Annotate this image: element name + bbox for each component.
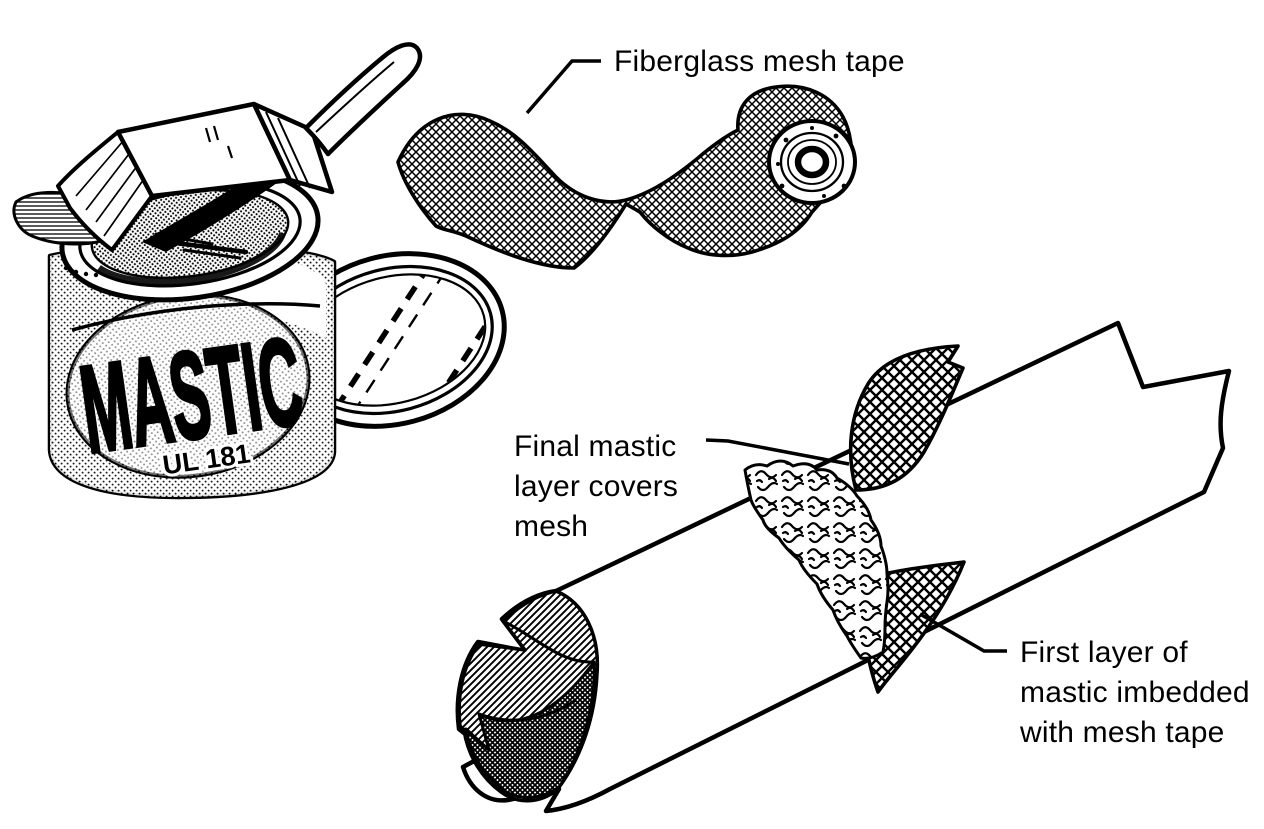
paint-brush [56, 42, 423, 260]
rim-shadow-arc [96, 231, 287, 286]
brush-handle [303, 42, 423, 157]
mastic-on-bristles [142, 166, 284, 252]
mesh-flap-upper [848, 344, 965, 492]
roll-face-speckles [776, 126, 847, 198]
brush-body-marks [204, 125, 234, 159]
duct [455, 320, 1232, 814]
handle-contour [315, 61, 395, 133]
mesh-tape-roll-face [767, 119, 857, 205]
mastic-drips [154, 232, 249, 260]
bristle-hairs [75, 139, 147, 237]
mesh-tape-ribbon [396, 84, 854, 270]
spill-drips [63, 265, 99, 278]
ferrule-seams [265, 111, 311, 189]
final-mastic-line1: Final mastic [514, 430, 676, 463]
final-mastic-leader-line [705, 438, 850, 466]
label-swoosh-line [71, 302, 321, 332]
fiberglass-mesh-tape [396, 84, 857, 270]
first-layer-line1: First layer of [1020, 636, 1188, 669]
final-mastic-line3: mesh [514, 510, 588, 543]
first-layer-line3: with mesh tape [1019, 716, 1225, 749]
final-mastic-line2: layer covers [514, 470, 678, 503]
mastic-can: MASTIC UL 181 [12, 165, 337, 500]
fiberglass-tape-callout: Fiberglass mesh tape [614, 45, 905, 78]
brush-bristles [56, 130, 154, 252]
final-mastic-callout: Final mastic layer covers mesh [514, 430, 678, 543]
can-lid [277, 251, 507, 429]
first-layer-callout: First layer of mastic imbedded with mesh… [1019, 636, 1250, 749]
first-layer-leader-line [919, 612, 1007, 653]
mastic-band [743, 459, 890, 660]
duct-torn-end [457, 589, 600, 803]
fiberglass-tape-leader-line [525, 59, 601, 115]
can-brand-text: MASTIC [73, 313, 310, 480]
callouts: Fiberglass mesh tape Final mastic layer … [514, 45, 1250, 749]
first-layer-line2: mastic imbedded [1020, 676, 1250, 709]
